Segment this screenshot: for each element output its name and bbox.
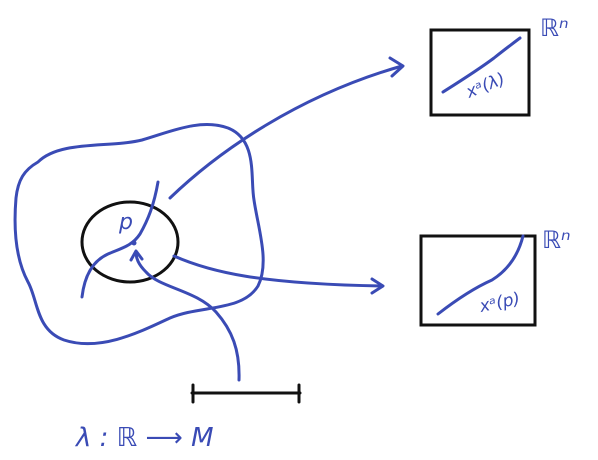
curve-through-p [80, 180, 160, 299]
manifold-outline [13, 123, 265, 346]
interval-segment [190, 383, 302, 404]
neighborhood-circle [80, 200, 180, 284]
map-arrowhead-bottom [370, 277, 385, 295]
point-p-dot [131, 240, 137, 246]
curve-definition-label: λ : ℝ ⟶ M [74, 423, 214, 453]
space-label-bottom: ℝⁿ [542, 226, 571, 254]
map-arrow-top [168, 64, 404, 200]
chart-box-bottom [419, 234, 537, 327]
chart-box-top [429, 28, 531, 117]
point-p-label: p [118, 210, 133, 235]
space-label-top: ℝⁿ [540, 14, 569, 42]
chart-label-bottom: xᵃ(p) [477, 289, 522, 317]
parameter-curve-arrowhead [129, 249, 144, 262]
parameter-curve [134, 250, 241, 382]
map-arrowhead-top [388, 56, 405, 78]
chart-curve-top [441, 36, 522, 94]
chart-curve-bottom [436, 234, 525, 316]
map-arrow-bottom [172, 254, 384, 288]
